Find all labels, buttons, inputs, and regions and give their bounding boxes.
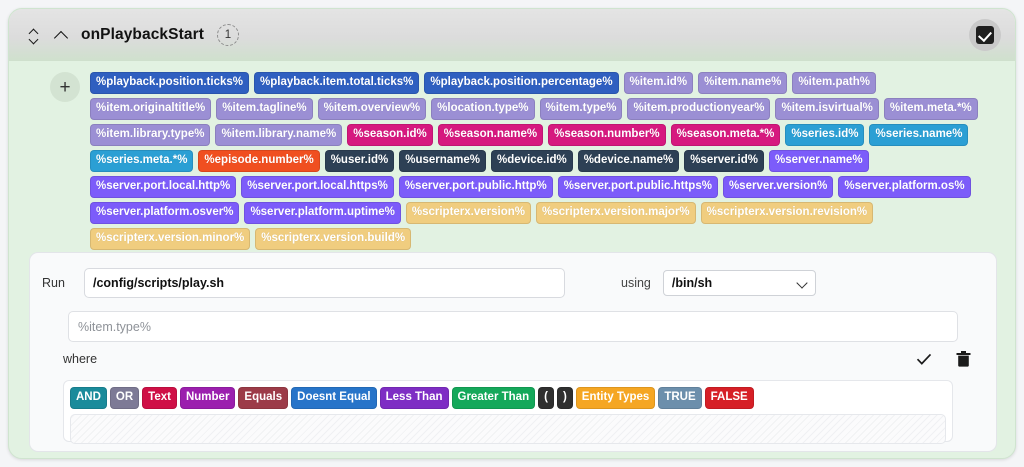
operator-chip[interactable]: Less Than (379, 387, 449, 409)
token-tag[interactable]: %item.productionyear% (627, 98, 771, 120)
operator-chip[interactable]: Text (142, 387, 177, 409)
task-count-badge: 1 (216, 24, 239, 46)
operator-chip[interactable]: ) (556, 387, 573, 409)
token-tag[interactable]: %scripterx.version.build% (255, 228, 412, 250)
token-tag[interactable]: %item.overview% (317, 98, 427, 120)
token-tag[interactable]: %scripterx.version.revision% (700, 202, 874, 224)
shell-select[interactable]: /bin/sh (662, 270, 816, 296)
token-tag[interactable]: %item.type% (539, 98, 623, 120)
token-tag[interactable]: %scripterx.version.minor% (90, 228, 251, 250)
token-tag[interactable]: %server.id% (684, 150, 764, 172)
token-tag[interactable]: %item.originaltitle% (90, 98, 212, 120)
operator-chip[interactable]: TRUE (658, 387, 702, 409)
token-tag[interactable]: %season.name% (437, 124, 544, 146)
token-tag[interactable]: %server.port.local.https% (241, 176, 394, 198)
token-tag[interactable]: %server.port.public.https% (557, 176, 718, 198)
token-tag[interactable]: %item.library.type% (90, 124, 211, 146)
token-tag[interactable]: %server.port.public.http% (398, 176, 553, 198)
caret-up-icon[interactable] (53, 27, 69, 43)
expression-input[interactable] (68, 311, 958, 342)
token-tag[interactable]: %scripterx.version% (405, 202, 532, 224)
token-tag[interactable]: %series.id% (785, 124, 865, 146)
using-label: using (621, 276, 651, 290)
run-label: Run (42, 276, 65, 290)
token-tag[interactable]: %user.id% (324, 150, 395, 172)
operator-chip[interactable]: Doesnt Equal (291, 387, 377, 409)
token-tag[interactable]: %item.isvirtual% (775, 98, 879, 120)
shell-select-wrap: /bin/sh (662, 270, 816, 296)
check-icon[interactable] (915, 350, 933, 368)
token-tag[interactable]: %series.name% (869, 124, 969, 146)
operator-chip[interactable]: Greater Than (451, 387, 536, 409)
token-tag[interactable]: %item.name% (698, 72, 788, 94)
token-tag[interactable]: %playback.item.total.ticks% (254, 72, 420, 94)
operator-chip[interactable]: Number (179, 387, 236, 409)
token-tag[interactable]: %server.platform.os% (838, 176, 971, 198)
tag-list: %playback.position.ticks%%playback.item.… (90, 70, 1001, 250)
condition-drop-zone[interactable] (70, 414, 946, 444)
task-enabled-toggle[interactable] (969, 19, 1001, 51)
token-tag[interactable]: %server.version% (722, 176, 834, 198)
where-row: where (30, 342, 996, 368)
token-tag[interactable]: %episode.number% (198, 150, 320, 172)
operator-chip[interactable]: FALSE (704, 387, 754, 409)
drag-vertical-icon[interactable] (25, 24, 41, 46)
operator-chip[interactable]: Equals (238, 387, 289, 409)
token-tag[interactable]: %server.port.local.http% (90, 176, 237, 198)
add-tag-button[interactable]: + (50, 72, 80, 102)
token-tag[interactable]: %server.name% (768, 150, 869, 172)
drag-chevron-up (29, 29, 38, 34)
page-title: onPlaybackStart (81, 26, 204, 43)
token-tag[interactable]: %device.name% (577, 150, 680, 172)
operator-chip[interactable]: Entity Types (575, 387, 656, 409)
task-header: onPlaybackStart 1 (9, 9, 1015, 61)
token-tag[interactable]: %item.tagline% (216, 98, 313, 120)
task-card: onPlaybackStart 1 + %playback.position.t… (8, 8, 1016, 459)
where-label: where (63, 352, 98, 366)
checkbox-checked-icon (976, 26, 994, 44)
run-command-input[interactable] (84, 268, 565, 298)
operator-chip[interactable]: AND (70, 387, 107, 409)
token-tag[interactable]: %season.meta.*% (670, 124, 781, 146)
token-tag[interactable]: %scripterx.version.major% (536, 202, 696, 224)
run-row: Run using /bin/sh (30, 253, 996, 298)
tag-palette: + %playback.position.ticks%%playback.ite… (9, 61, 1015, 254)
token-tag[interactable]: %item.id% (623, 72, 694, 94)
trash-icon[interactable] (955, 350, 972, 368)
token-tag[interactable]: %season.id% (347, 124, 433, 146)
token-tag[interactable]: %playback.position.ticks% (90, 72, 249, 94)
token-tag[interactable]: %series.meta.*% (90, 150, 194, 172)
where-actions (915, 350, 972, 368)
token-tag[interactable]: %item.library.name% (215, 124, 343, 146)
operator-chip[interactable]: OR (109, 387, 140, 409)
action-config-panel: Run using /bin/sh where (29, 252, 997, 452)
token-tag[interactable]: %item.meta.*% (883, 98, 978, 120)
drag-chevron-down (29, 37, 38, 42)
token-tag[interactable]: %username% (399, 150, 487, 172)
token-tag[interactable]: %playback.position.percentage% (424, 72, 619, 94)
operator-chip[interactable]: ( (538, 387, 554, 409)
token-tag[interactable]: %season.number% (548, 124, 666, 146)
token-tag[interactable]: %server.platform.osver% (90, 202, 240, 224)
token-tag[interactable]: %server.platform.uptime% (244, 202, 401, 224)
token-tag[interactable]: %location.type% (431, 98, 535, 120)
token-tag[interactable]: %item.path% (792, 72, 876, 94)
token-tag[interactable]: %device.id% (491, 150, 573, 172)
